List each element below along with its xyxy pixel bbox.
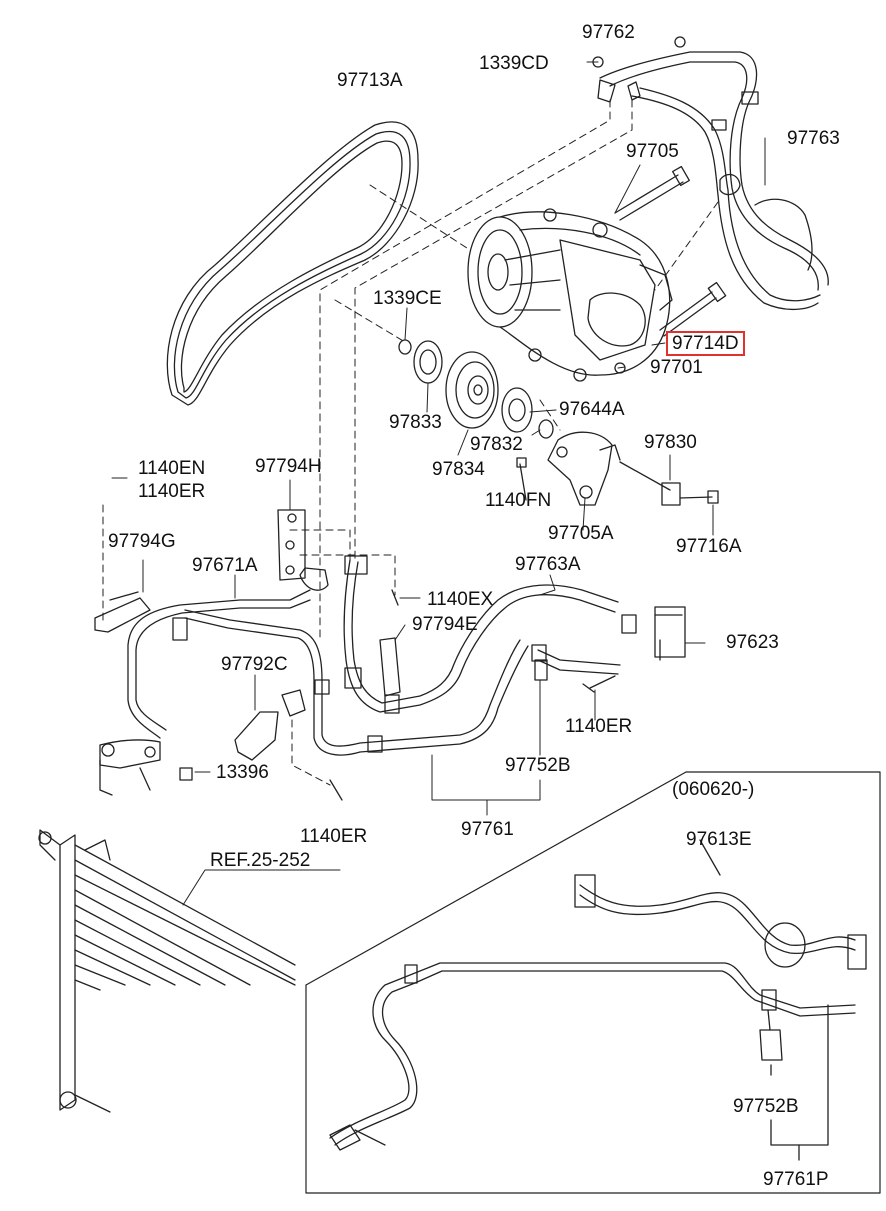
ac-compressor [467,208,673,382]
part-label-97613E: 97613E [686,829,752,850]
part-label-97752B-inset: 97752B [733,1096,799,1117]
mounting-brackets [94,509,686,801]
part-label-97834: 97834 [432,459,485,480]
part-label-97833: 97833 [389,412,442,433]
part-label-1140FN: 1140FN [485,490,552,511]
part-label-97752B-main: 97752B [505,755,571,776]
part-label-1140ER-bottom: 1140ER [300,826,368,847]
drive-belt [166,121,419,406]
part-label-97763: 97763 [787,128,840,149]
part-label-97713A: 97713A [337,70,403,91]
part-label-97716A: 97716A [676,536,742,557]
part-label-97794E: 97794E [412,614,478,635]
part-label-1339CD: 1339CD [479,53,549,74]
date-range-label: (060620-) [672,779,755,800]
part-label-97705A: 97705A [548,523,614,544]
part-label-97762: 97762 [582,22,635,43]
leader-dashes [102,99,719,786]
leader-lines [111,61,766,906]
inset-variant-box [305,771,881,1194]
bolt-97714D [659,281,727,337]
part-label-1140ER-top: 1140ER [138,481,206,502]
part-label-97763A: 97763A [515,554,581,575]
part-label-1140EX: 1140EX [427,589,494,610]
part-label-97794G: 97794G [108,531,176,552]
condenser [38,829,296,1113]
lower-hoses [99,555,637,796]
pulley-washers [398,339,554,439]
part-label-1140ER-right: 1140ER [565,716,633,737]
part-label-97701: 97701 [650,357,703,378]
reference-label: REF.25-252 [210,850,311,871]
tensioner-bracket [516,431,719,506]
part-label-97705: 97705 [626,141,679,162]
part-label-97671A: 97671A [192,555,258,576]
part-label-97761P: 97761P [763,1169,829,1190]
bolt-97705 [614,165,690,221]
part-label-1339CE: 1339CE [373,288,442,309]
part-label-97830: 97830 [644,432,697,453]
part-label-97623: 97623 [726,632,779,653]
part-label-97761: 97761 [461,819,514,840]
part-label-97792C: 97792C [221,654,288,675]
part-label-1140EN: 1140EN [138,458,206,479]
upper-hoses [592,36,829,311]
part-label-13396: 13396 [216,762,269,783]
part-label-97644A: 97644A [559,399,625,420]
part-label-97832: 97832 [470,434,523,455]
part-label-97794H: 97794H [255,456,322,477]
part-label-97714D: 97714D [666,331,745,356]
